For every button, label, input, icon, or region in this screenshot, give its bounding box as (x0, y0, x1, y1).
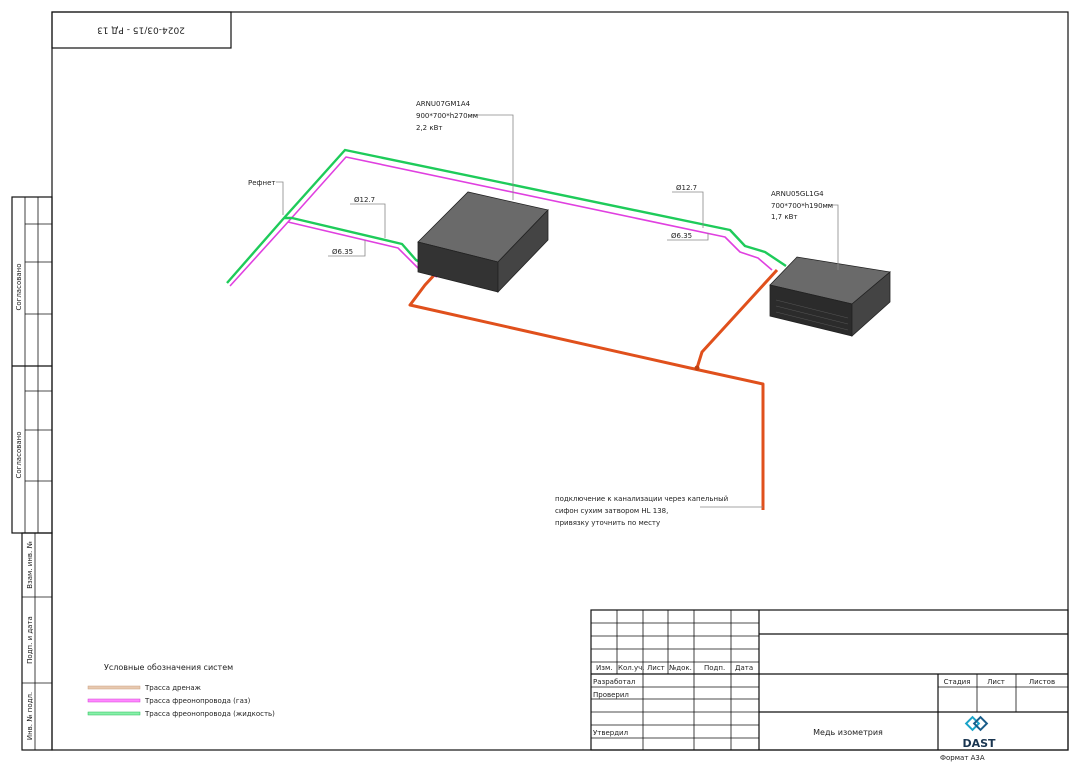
dim-right-liquid: Ø12.7 (676, 184, 697, 192)
role-approver: Утвердил (593, 729, 628, 737)
format-label: Формат А3А (940, 754, 985, 762)
hdr-doc: №док. (669, 664, 692, 672)
hdr-sign: Подп. (704, 664, 725, 672)
hdr-sheet: Лист (647, 664, 665, 672)
indoor-unit-2 (769, 256, 891, 337)
agreed-label-1: Согласовано (15, 263, 23, 310)
dast-logo: DAST (962, 715, 996, 750)
unit-1-size: 900*700*h270мм (416, 112, 478, 120)
unit-2-model: ARNU05GL1G4 (771, 190, 824, 198)
legend-gas: Трасса фреонопровода (газ) (144, 697, 251, 705)
drain-note-3: привязку уточнить по месту (555, 519, 660, 527)
dim-left-gas: Ø6.35 (332, 248, 353, 256)
role-checker: Проверил (593, 691, 629, 699)
hdr-stage: Стадия (944, 678, 971, 686)
sign-date-label: Подп. и дата (26, 616, 34, 664)
refnet-label: Рефнет (248, 179, 275, 187)
dim-right-gas: Ø6.35 (671, 232, 692, 240)
hdr-change: Изм. (596, 664, 612, 672)
hdr-list: Лист (987, 678, 1005, 686)
unit-1-model: ARNU07GM1A4 (416, 100, 471, 108)
stamp-box (51, 11, 232, 49)
drain-note-2: сифон сухим затвором HL 138, (555, 507, 668, 515)
drawing-frame (51, 11, 1069, 751)
dim-left-liquid: Ø12.7 (354, 196, 375, 204)
drain-note-1: подключение к канализации через капельны… (555, 495, 728, 503)
inv-orig-label: Инв. № подл. (26, 692, 34, 740)
drain-pipe (408, 268, 779, 510)
unit-2-size: 700*700*h190мм (771, 202, 833, 210)
left-strip: Согласовано Согласовано Взам. инв. № Под… (11, 196, 53, 751)
role-developer: Разработал (593, 678, 635, 686)
legend-liquid: Трасса фреонопровода (жидкость) (144, 710, 275, 718)
agreed-label-2: Согласовано (15, 431, 23, 478)
title-block: Изм. Кол.уч. Лист №док. Подп. Дата Разра… (590, 609, 1069, 762)
unit-1-power: 2,2 кВт (416, 124, 442, 132)
svg-text:DAST: DAST (962, 737, 996, 750)
hdr-lists: Листов (1029, 678, 1055, 686)
hdr-date: Дата (735, 664, 753, 672)
stamp-text: 2024-03/15 - РД 13 (97, 25, 185, 35)
legend-title: Условные обозначения систем (104, 663, 233, 672)
legend-drain: Трасса дренаж (144, 684, 202, 692)
hdr-qty: Кол.уч. (618, 664, 644, 672)
indoor-unit-1 (417, 191, 549, 293)
unit-2-power: 1,7 кВт (771, 213, 797, 221)
inv-replace-label: Взам. инв. № (26, 541, 34, 589)
legend: Условные обозначения систем Трасса дрена… (87, 663, 275, 718)
leader-lines (276, 114, 839, 508)
sheet-title: Медь изометрия (813, 728, 883, 737)
